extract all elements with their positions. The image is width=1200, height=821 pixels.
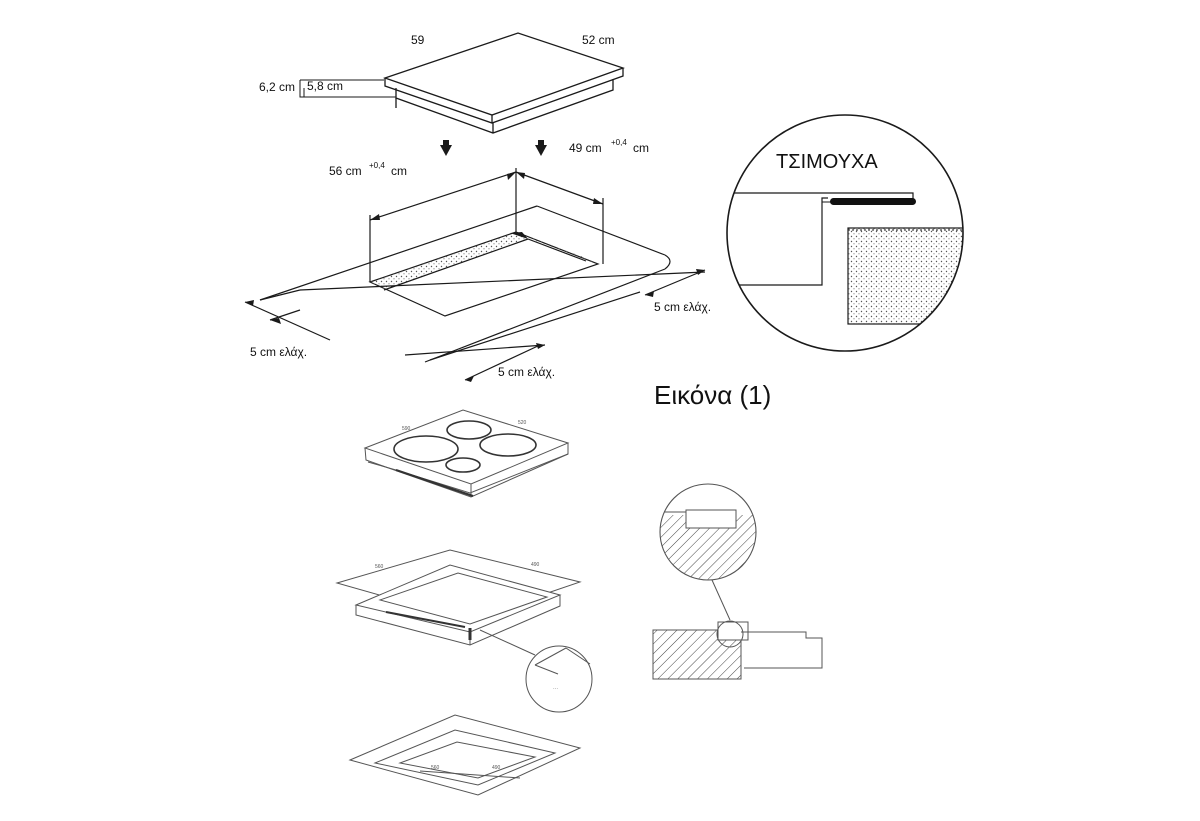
min-distance-right: 5 cm ελάχ. [654,300,711,314]
small-dim-490: 490 [531,562,540,568]
gasket-strip [830,198,916,205]
hob-isometric-small [363,409,570,498]
countertop-drawing [244,168,706,381]
figure-caption: Εικόνα (1) [654,380,771,410]
small-dim-520: 520 [518,420,527,426]
min-distance-front: 5 cm ελάχ. [498,365,555,379]
dim-label-56-unit: cm [391,164,407,178]
seal-detail-circle [726,114,964,352]
cutout-frame-isometric [348,714,582,796]
dim-label-62: 6,2 cm [259,80,295,94]
dim-label-49: 49 cm [569,141,602,155]
min-distance-left: 5 cm ελάχ. [250,345,307,359]
dim-label-59: 59 [411,33,425,47]
arrow-down-icon [440,140,452,156]
dimension-arrowheads [245,172,705,382]
small-dim-590: 590 [402,426,411,432]
frame-detail-note: ··· [553,686,558,692]
countertop-frame-isometric [335,549,582,656]
dim-label-49-tolerance: +0,4 [611,138,627,147]
cross-section-detail [652,483,823,680]
small-dim-560: 560 [375,564,384,570]
small-dim-560-b: 560 [431,765,440,771]
arrow-down-icon [535,140,547,156]
seal-label: ΤΣΙΜΟΥΧΑ [776,151,878,173]
frame-detail-circle [525,645,593,713]
dim-label-52: 52 cm [582,33,615,47]
dim-label-56: 56 cm [329,164,362,178]
small-dim-490-b: 490 [492,765,501,771]
height-dimension-lines [299,79,396,98]
dim-label-58: 5,8 cm [307,79,343,93]
hob-drawing [382,32,625,134]
dim-label-56-tolerance: +0,4 [369,161,385,170]
dim-label-49-unit: cm [633,141,649,155]
